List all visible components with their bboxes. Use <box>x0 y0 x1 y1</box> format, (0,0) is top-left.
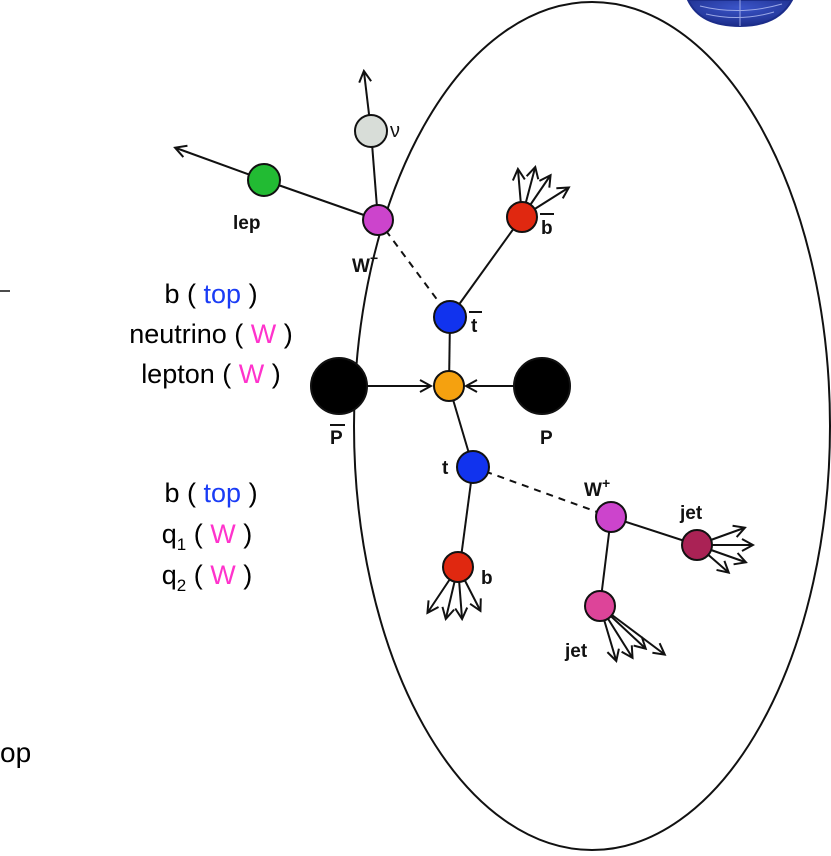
t-node <box>456 450 490 484</box>
particle-nodes <box>247 114 713 622</box>
wplus-letter: W <box>584 480 602 501</box>
decay-products-group-2: b ( top ) q1 ( W ) q2 ( W ) <box>162 478 258 597</box>
tbar-label-group: t <box>469 311 482 337</box>
g2-line1-particle: b <box>164 478 179 508</box>
bbar-label: b <box>541 218 553 239</box>
g2-line3-open: ( <box>194 560 203 590</box>
wminus-letter: W <box>352 256 370 277</box>
logo-emblem <box>686 0 794 28</box>
g1-line2-close: ) <box>284 319 293 349</box>
jet1-label: jet <box>679 503 703 524</box>
jet1-node <box>681 529 713 561</box>
tbar-node <box>433 300 467 334</box>
g2-line2-parent: W <box>210 519 236 549</box>
bbar-node <box>506 201 538 233</box>
g1-line1: b ( top ) <box>164 279 257 309</box>
g1-line3-parent: W <box>239 359 265 389</box>
g1-line1-particle: b <box>164 279 179 309</box>
g1-line2-open: ( <box>234 319 243 349</box>
g1-line1-open: ( <box>187 279 196 309</box>
wplus-sign: + <box>602 475 610 491</box>
bbar-label-group: b <box>540 213 554 239</box>
g2-line3-particle: q <box>162 560 177 590</box>
wminus-to-lepton-line <box>263 179 379 221</box>
g2-line2-close: ) <box>243 519 252 549</box>
g2-line3-sub: 2 <box>177 576 186 595</box>
jet2-node <box>584 590 616 622</box>
g1-line3-open: ( <box>222 359 231 389</box>
lepton-label: lep <box>233 213 260 234</box>
g1-line3-particle: lepton <box>141 359 215 389</box>
pbar-node <box>310 357 368 415</box>
tbar-label: t <box>471 316 478 337</box>
g2-line3-close: ) <box>243 560 252 590</box>
wminus-label: W− <box>352 250 378 277</box>
g2-line1-open: ( <box>187 478 196 508</box>
p-node <box>513 357 571 415</box>
g2-line1: b ( top ) <box>164 478 257 508</box>
wplus-node <box>595 501 627 533</box>
g2-line2-open: ( <box>194 519 203 549</box>
p-label: P <box>540 428 553 449</box>
g1-line2: neutrino ( W ) <box>129 319 293 349</box>
g2-line2-particle: q <box>162 519 177 549</box>
g1-line3: lepton ( W ) <box>141 359 281 389</box>
jet2-label: jet <box>564 641 588 662</box>
t-wplus-dashed <box>472 466 612 518</box>
wplus-label: W+ <box>584 475 610 501</box>
g2-line3: q2 ( W ) <box>162 560 253 597</box>
t-label: t <box>442 458 449 479</box>
event-ellipse <box>353 1 831 851</box>
lepton-node <box>247 163 281 197</box>
g1-line2-particle: neutrino <box>129 319 227 349</box>
wminus-node <box>362 204 394 236</box>
wminus-sign: − <box>370 250 378 266</box>
vertex-node <box>433 370 465 402</box>
decay-products-group-1: b ( top ) neutrino ( W ) lepton ( W ) <box>129 279 293 389</box>
g2-line1-close: ) <box>249 478 258 508</box>
neutrino-node <box>354 114 388 148</box>
b-label: b <box>481 568 493 589</box>
g2-line2: q1 ( W ) <box>162 519 253 556</box>
neutrino-label: ν <box>390 120 400 142</box>
g2-line2-sub: 1 <box>177 535 186 554</box>
g1-line1-close: ) <box>249 279 258 309</box>
tbar-to-bbar-line <box>449 216 523 318</box>
g1-line3-close: ) <box>272 359 281 389</box>
cropped-text: op <box>0 737 31 768</box>
wminus-tbar-dashed <box>377 219 451 318</box>
g2-line3-parent: W <box>210 560 236 590</box>
pbar-label: P <box>330 428 343 449</box>
g2-line1-parent: top <box>204 478 242 508</box>
g1-line1-parent: top <box>204 279 242 309</box>
b-node <box>442 551 474 583</box>
pbar-label-group: P <box>330 424 345 449</box>
g1-line2-parent: W <box>251 319 277 349</box>
